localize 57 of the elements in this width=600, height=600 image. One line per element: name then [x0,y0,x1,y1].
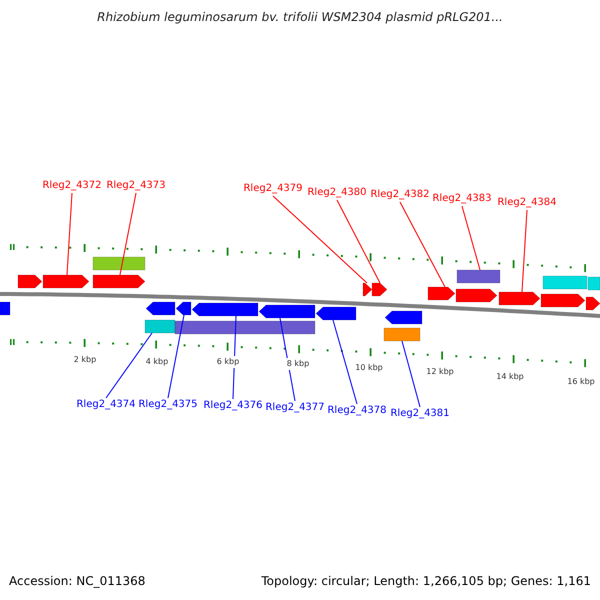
scale-label: 6 kbp [216,356,240,368]
gene-feature [498,292,540,306]
scale-label: 14 kbp [496,371,524,383]
gene-feature [384,310,422,324]
leader-line [402,340,420,408]
gene-label: Rleg2_4374 [76,399,136,411]
gene-feature [146,302,176,316]
feature-bar [92,256,146,270]
gene-label: Rleg2_4375 [138,399,198,411]
feature-bar [0,302,10,316]
leader-line [522,210,528,292]
gene-feature [456,288,498,302]
feature-bar [174,320,316,334]
gene-label: Rleg2_4384 [497,197,557,209]
leader-line [332,320,358,404]
gene-feature [586,296,600,310]
gene-label: Rleg2_4379 [243,183,303,195]
gene-label: Rleg2_4373 [106,180,166,192]
scale-label: 12 kbp [426,366,454,378]
feature-bar [144,320,176,334]
scale-label: 10 kbp [355,362,383,374]
gene-label: Rleg2_4378 [327,405,387,417]
leader-line [66,192,72,276]
gene-label: Rleg2_4382 [370,189,430,201]
leader-line [400,202,446,288]
gene-feature [258,304,316,318]
gene-feature [428,286,456,300]
feature-bar [456,270,500,284]
gene-label: Rleg2_4376 [203,400,263,412]
leader-line [168,314,184,398]
feature-bar [384,328,420,342]
leader-line [106,332,152,398]
gene-feature [92,274,146,288]
scale-label: 8 kbp [286,358,310,370]
gene-label: Rleg2_4383 [432,193,492,205]
gene-label: Rleg2_4372 [42,180,102,192]
gene-feature [316,306,356,320]
gene-label: Rleg2_4381 [390,408,450,420]
gene-feature [42,274,90,288]
scale-label: 4 kbp [146,356,168,368]
leader-line [462,206,480,270]
gene-feature [18,274,42,288]
leader-line [336,200,380,284]
scale-label: 16 kbp [567,376,595,388]
gene-feature [372,282,388,296]
accession-text: Accession: NC_011368 [9,575,146,587]
gene-feature [176,302,192,316]
gene-feature [362,282,372,296]
leader-line [272,196,368,284]
genome-summary-text: Topology: circular; Length: 1,266,105 bp; Genes: 1,161 [261,575,591,587]
title: Rhizobium leguminosarum bv. trifolii WSM2304 plasmid pRLG201... [97,11,503,23]
scale-label: 2 kbp [74,354,96,366]
leader-line [280,318,296,402]
leader-line [232,316,236,400]
gene-label: Rleg2_4377 [265,402,325,414]
leader-line [120,192,136,276]
gene-label: Rleg2_4380 [307,187,367,199]
